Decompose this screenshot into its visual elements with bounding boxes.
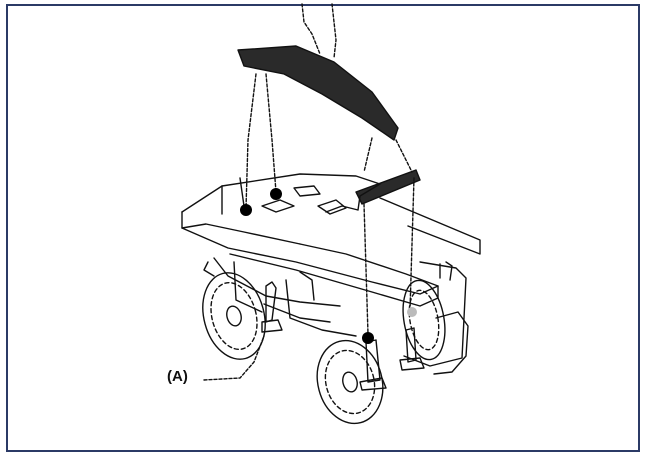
axle-stand-right bbox=[399, 327, 425, 371]
tractor-body bbox=[181, 173, 481, 367]
main-spreader-beam bbox=[237, 45, 399, 141]
wheel-rear-left bbox=[202, 272, 266, 360]
lift-point-4 bbox=[407, 307, 417, 317]
lifting-chains bbox=[245, 73, 415, 335]
wheel-front-left bbox=[316, 339, 384, 425]
lift-point-3 bbox=[362, 332, 374, 344]
secondary-spreader-beam bbox=[355, 169, 421, 205]
callout-a-leader bbox=[203, 335, 265, 381]
wheel-rear-right bbox=[402, 279, 469, 375]
lifting-points bbox=[240, 188, 417, 344]
lift-point-2 bbox=[270, 188, 282, 200]
callout-a-label: (A) bbox=[167, 368, 188, 385]
lift-point-1 bbox=[240, 204, 252, 216]
hook-chains bbox=[301, 3, 337, 59]
axle-stand-left bbox=[261, 281, 283, 333]
